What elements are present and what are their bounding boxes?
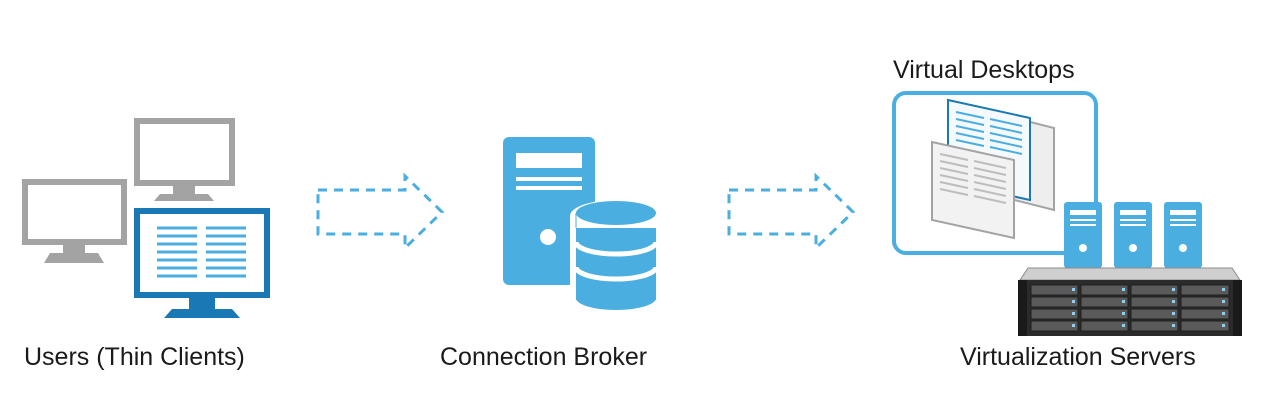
dashed-arrow-icon	[316, 172, 445, 252]
users-label: Users (Thin Clients)	[24, 343, 245, 371]
small-server-icon	[1114, 202, 1152, 268]
thin-clients-icon	[22, 118, 270, 318]
virtualization-servers-label: Virtualization Servers	[960, 343, 1196, 371]
small-server-icon	[1164, 202, 1202, 268]
gray-monitor-icon	[134, 118, 235, 201]
blue-monitor-icon	[134, 208, 270, 318]
gray-monitor-icon	[22, 179, 127, 263]
desktop-windows-icon	[931, 98, 1055, 240]
dashed-arrow-icon	[727, 172, 856, 252]
connection-broker-label: Connection Broker	[440, 343, 648, 371]
small-server-icon	[1064, 202, 1102, 268]
storage-rack-icon	[1018, 267, 1242, 336]
virtual-desktops-label: Virtual Desktops	[893, 56, 1075, 84]
database-icon	[570, 200, 662, 310]
